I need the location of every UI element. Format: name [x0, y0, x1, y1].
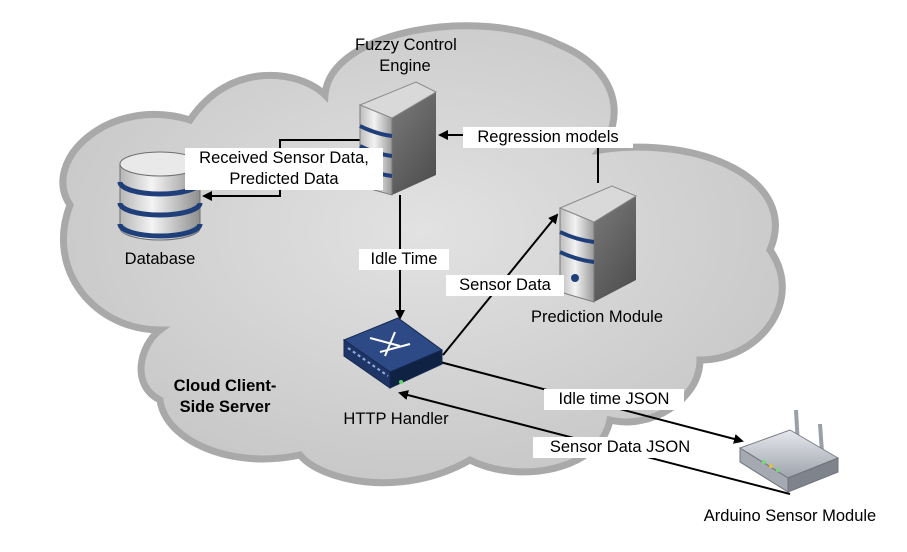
- fuzzy-engine-label-line1: Fuzzy Control: [355, 36, 457, 54]
- arduino-module-label: Arduino Sensor Module: [703, 507, 877, 525]
- regression-models-label: Regression models: [463, 127, 633, 148]
- server-icon: [558, 185, 638, 303]
- idle-time-json-label: Idle time JSON: [544, 389, 684, 410]
- idle-time-label: Idle Time: [359, 249, 449, 270]
- prediction-module-label: Prediction Module: [530, 308, 664, 326]
- wifi-router-icon: [738, 409, 840, 493]
- received-data-label: Received Sensor Data, Predicted Data: [185, 148, 383, 190]
- fuzzy-engine-label: Fuzzy Control Engine: [355, 35, 457, 77]
- database-label: Database: [124, 250, 196, 268]
- network-switch-icon: [342, 317, 444, 389]
- cloud-server-label-line1: Cloud Client-: [173, 377, 277, 395]
- http-handler-label: HTTP Handler: [343, 410, 449, 428]
- cloud-server-label-line2: Side Server: [179, 398, 271, 416]
- sensor-data-label: Sensor Data: [446, 275, 564, 296]
- fuzzy-engine-label-line2: Engine: [379, 57, 431, 75]
- database-icon: [117, 151, 203, 241]
- sensor-data-json-label: Sensor Data JSON: [533, 437, 707, 458]
- received-data-label-line1: Received Sensor Data,: [199, 149, 369, 167]
- cloud-server-label: Cloud Client- Side Server: [150, 376, 300, 418]
- received-data-label-line2: Predicted Data: [229, 170, 339, 188]
